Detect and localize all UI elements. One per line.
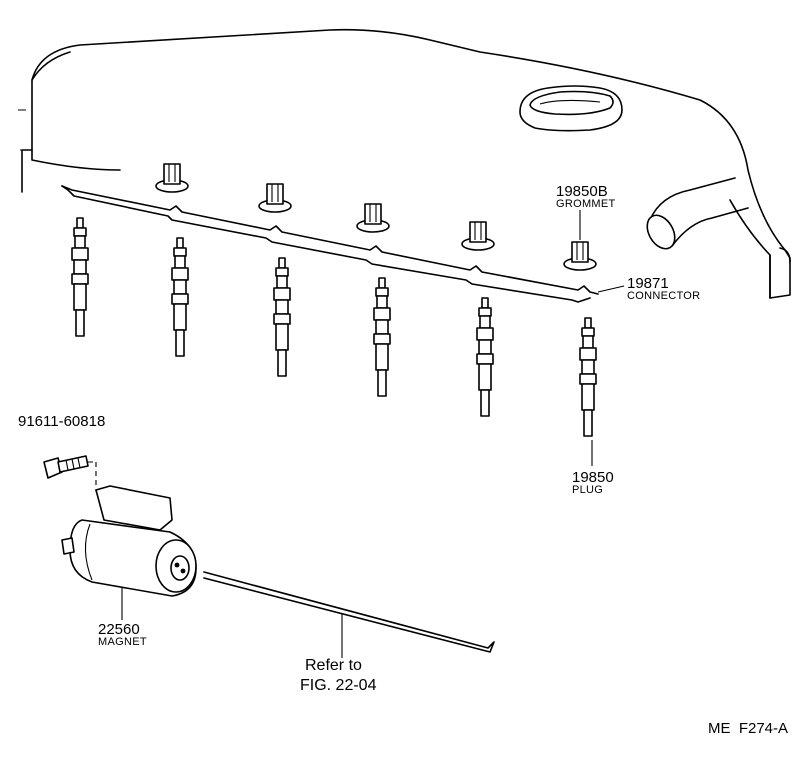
magnet-part-name: MAGNET — [98, 636, 147, 648]
labels: 19850B GROMMET 19871 CONNECTOR 19850 PLU… — [18, 183, 788, 737]
connector-part-name: CONNECTOR — [627, 290, 700, 302]
reference-line2: FIG. 22-04 — [300, 677, 377, 694]
magnet-wire — [203, 571, 495, 653]
connector-bar — [61, 185, 599, 303]
connector-part-number: 19871 — [627, 275, 669, 292]
glow-plug — [71, 217, 89, 337]
leader-lines — [88, 210, 625, 658]
grommet — [563, 241, 597, 271]
glow-plug — [273, 257, 291, 377]
bolt — [43, 455, 89, 479]
grommet — [356, 203, 390, 233]
magnet-part-number: 22560 — [98, 621, 140, 638]
grommet — [461, 221, 495, 251]
reference-line1: Refer to — [305, 657, 362, 674]
grommet-part-name: GROMMET — [556, 198, 616, 210]
magnet — [61, 485, 197, 597]
plug-part-name: PLUG — [572, 484, 603, 496]
connector-leader — [597, 285, 625, 293]
glow-plug — [373, 277, 391, 397]
grommet — [155, 163, 189, 193]
grommets — [155, 163, 597, 271]
grommet — [258, 183, 292, 213]
glow-plug — [476, 297, 494, 417]
grommet-part-number: 19850B — [556, 183, 608, 200]
glow-plug — [171, 237, 189, 357]
plug-part-number: 19850 — [572, 469, 614, 486]
figure-code: ME F274-A — [708, 720, 788, 737]
glow-plug — [579, 317, 597, 437]
oil-filler-cap — [519, 85, 623, 132]
bolt-part-number: 91611-60818 — [18, 413, 105, 430]
cylinder-head — [18, 28, 791, 299]
water-outlet-hose — [646, 177, 749, 250]
glow-plugs — [71, 217, 597, 437]
bolt-leader — [88, 461, 97, 492]
